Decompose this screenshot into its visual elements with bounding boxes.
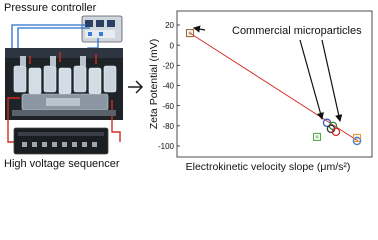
data-point-circle (331, 127, 341, 137)
chip-holder (12, 93, 116, 116)
high-voltage-sequencer-device (13, 127, 109, 155)
data-points (185, 29, 362, 146)
y-tick-label: -100 (158, 142, 175, 151)
setup-photo (5, 15, 123, 155)
plot-frame (176, 10, 373, 158)
data-point-square (185, 29, 195, 38)
y-tick-label: -60 (162, 102, 174, 111)
data-point-core (188, 31, 192, 35)
data-point-square (352, 133, 362, 142)
pressure-controller-device (81, 15, 123, 43)
y-tick-label: -20 (162, 62, 174, 71)
y-tick-label: 0 (170, 41, 175, 50)
y-tick-label: -40 (162, 82, 174, 91)
y-ticks: 20 0 -20 -40 -60 -80 -100 (158, 21, 180, 151)
pressure-controller-label: Pressure controller (4, 2, 97, 14)
annotation-arrow-cluster (321, 39, 343, 122)
high-voltage-sequencer-label: High voltage sequencer (4, 158, 120, 170)
y-axis-label: Zeta Potential (mV) (148, 39, 160, 129)
setup-to-chart-arrow (128, 80, 143, 94)
annotation-arrows (192, 25, 343, 122)
data-point-core (315, 135, 319, 139)
figure: Pressure controller High voltage sequenc… (4, 2, 373, 173)
data-point-square (312, 132, 322, 141)
zeta-potential-chart: 200-20-40-60-80-100 Zeta Potential (mV) … (148, 10, 373, 173)
data-point-circle (352, 136, 362, 146)
y-tick-label: -80 (162, 122, 174, 131)
y-tick-label: 20 (165, 21, 174, 30)
commercial-microparticles-annotation: Commercial microparticles (232, 25, 362, 37)
vials (13, 56, 117, 95)
annotation-arrow-cluster-2 (299, 39, 324, 120)
x-axis-label: Electrokinetic velocity slope (μm/s²) (186, 161, 351, 173)
figure-canvas: 200-20-40-60-80-100 Zeta Potential (mV) … (5, 10, 373, 173)
annotation-arrow-top (192, 25, 206, 33)
